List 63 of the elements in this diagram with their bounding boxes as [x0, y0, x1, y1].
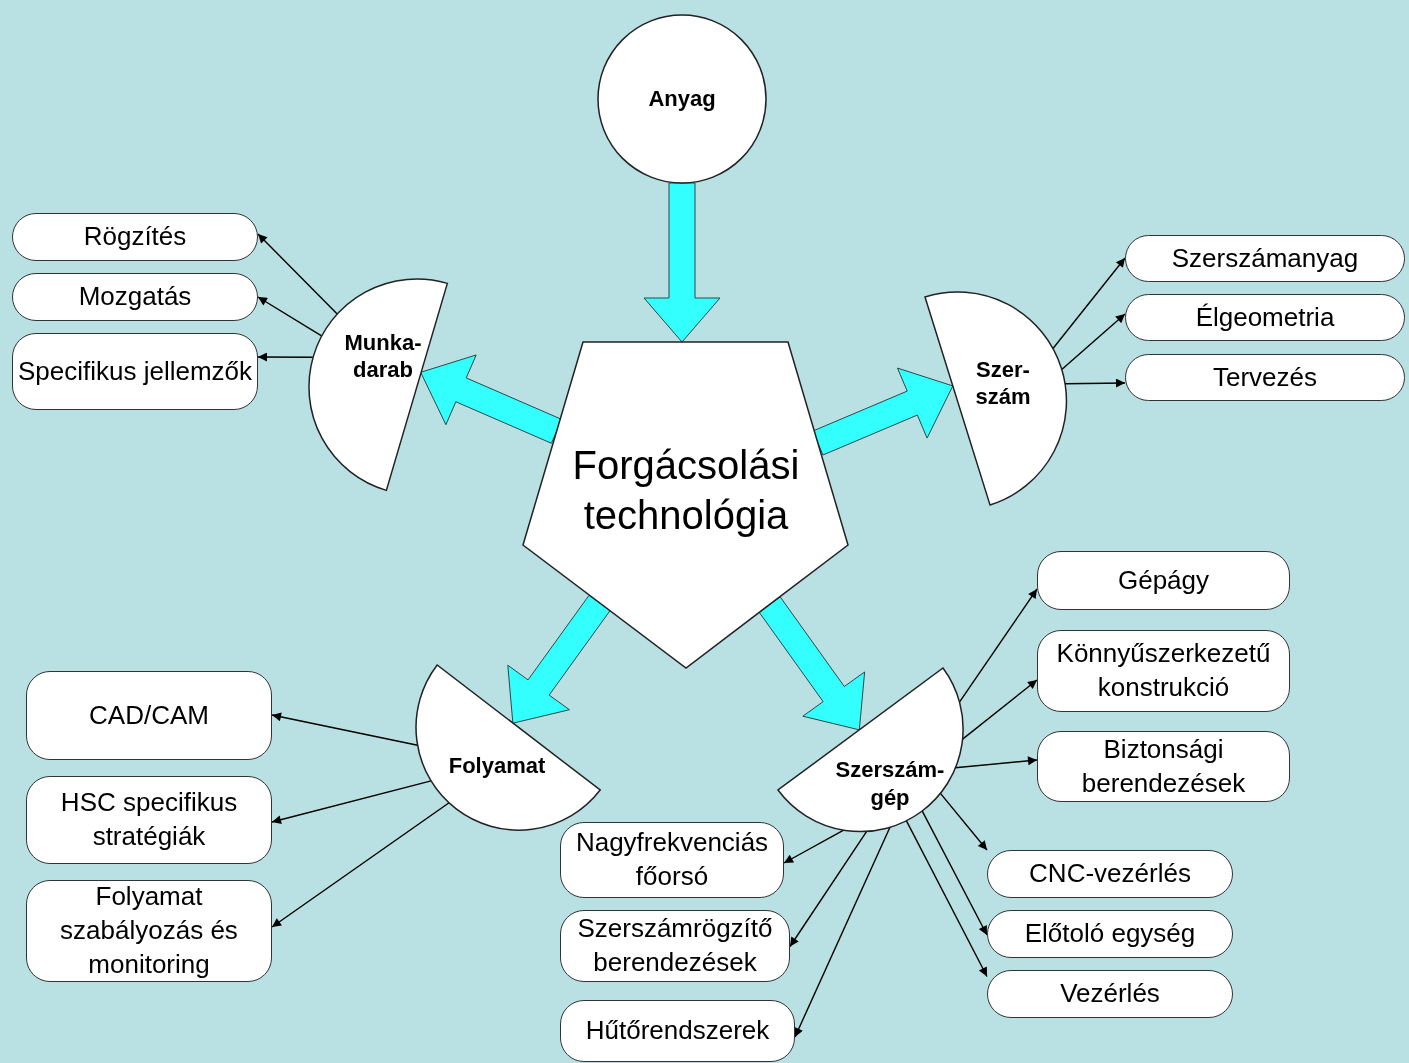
node-label: Specifikus jellemzők	[17, 354, 253, 388]
arrow	[271, 712, 419, 746]
arrow	[420, 354, 563, 444]
arrow	[1061, 313, 1126, 371]
node-label: Élgeometria	[1195, 300, 1335, 334]
arrow	[921, 810, 988, 936]
node-label: Biztonsági berendezések	[1080, 732, 1247, 800]
arrow	[783, 829, 845, 864]
node-label: HSC specifikus stratégiák	[59, 786, 239, 853]
arrow	[257, 233, 338, 315]
node-label: CNC-vezérlés	[1029, 857, 1191, 891]
arrow	[257, 352, 314, 362]
arrow	[758, 596, 866, 731]
node-label: Könnyűszerkezetű konstrukció	[1055, 637, 1272, 704]
rounded-box	[1125, 354, 1405, 401]
node-label: Forgácsolási technológia	[571, 442, 801, 539]
node-label: Tervezés	[1212, 360, 1317, 394]
rounded-box	[12, 273, 258, 321]
rounded-box	[1125, 294, 1405, 341]
node-label: Munka- darab	[343, 328, 423, 384]
arrow	[271, 780, 432, 825]
rounded-box	[26, 880, 272, 982]
arrow	[954, 756, 1038, 769]
node-label: Hűtőrendszerek	[585, 1014, 770, 1048]
rounded-box	[26, 671, 272, 760]
rounded-box	[560, 822, 784, 898]
node-label: Szerszámrögzítő berendezések	[576, 912, 774, 979]
rounded-box	[12, 333, 258, 410]
arrow	[271, 802, 450, 928]
arrow	[812, 367, 954, 456]
rounded-box	[26, 776, 272, 864]
rounded-box	[560, 1000, 795, 1062]
rounded-box	[987, 850, 1233, 898]
arrow	[507, 594, 611, 724]
node-label: CAD/CAM	[89, 698, 209, 732]
rounded-box	[12, 213, 258, 261]
rounded-box	[1037, 630, 1290, 712]
node-label: Mozgatás	[78, 280, 192, 314]
arrow	[1064, 378, 1126, 388]
arrow	[961, 679, 1038, 741]
node-label: Szerszámanyag	[1171, 241, 1359, 275]
node-label: Vezérlés	[1060, 977, 1160, 1011]
node-label: Szer- szám	[974, 355, 1032, 411]
node-label: Szerszám- gép	[834, 755, 946, 811]
node-label: Gépágy	[1117, 563, 1210, 597]
rounded-box	[987, 910, 1233, 958]
rounded-box	[987, 970, 1233, 1018]
arrow	[1052, 257, 1126, 350]
arrow	[643, 182, 721, 343]
rounded-box	[1037, 731, 1290, 802]
arrow	[939, 792, 988, 851]
node-label: Anyag	[647, 85, 717, 113]
node-label: Folyamat	[447, 752, 547, 780]
node-label: Rögzítés	[83, 220, 187, 254]
node-label: Folyamat szabályozás és monitoring	[59, 880, 239, 981]
node-label: Nagyfrekvenciás főorsó	[574, 826, 770, 893]
rounded-box	[1125, 235, 1405, 282]
rounded-box	[1037, 551, 1290, 610]
rounded-box	[560, 910, 790, 982]
arrow	[958, 588, 1038, 704]
node-label: Előtoló egység	[1024, 917, 1196, 951]
arrow	[257, 296, 323, 337]
arrow	[794, 826, 891, 1038]
